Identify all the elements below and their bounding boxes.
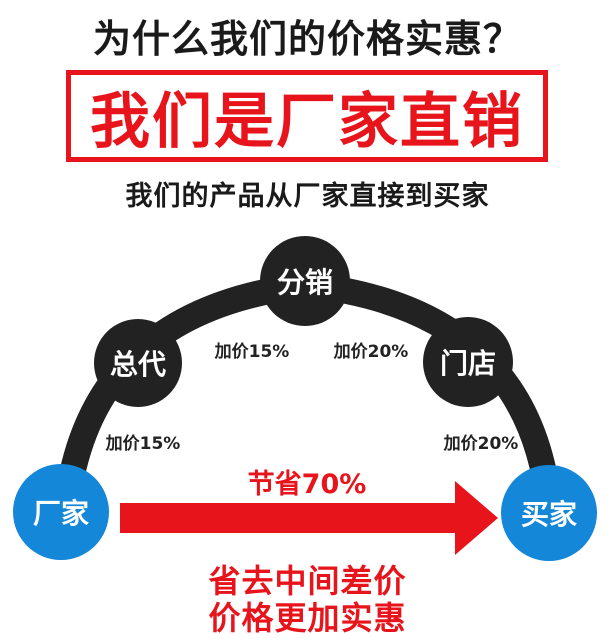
node-distributor: 分销 xyxy=(260,236,350,326)
store-circle xyxy=(423,317,513,407)
general-agent-circle xyxy=(94,319,182,407)
factory-label: 厂家 xyxy=(33,497,89,530)
general-agent-label: 总代 xyxy=(110,348,166,381)
footer-line-2: 价格更加实惠 xyxy=(208,599,407,637)
banner-box: 我们是厂家直销 xyxy=(66,70,548,162)
node-general-agent: 总代 xyxy=(94,319,182,407)
factory-circle xyxy=(13,464,109,560)
markup-agent-to-distributor: 加价15% xyxy=(214,342,290,362)
page-headline: 为什么我们的价格实惠？ xyxy=(92,17,522,61)
node-buyer: 买家 xyxy=(501,465,597,561)
buyer-circle xyxy=(501,465,597,561)
subtitle: 我们的产品从厂家直接到买家 xyxy=(125,181,490,212)
markup-store-to-buyer: 加价20% xyxy=(443,434,519,454)
distributor-label: 分销 xyxy=(277,266,333,299)
markup-factory-to-agent: 加价15% xyxy=(105,434,181,454)
node-factory: 厂家 xyxy=(13,464,109,560)
banner-title: 我们是厂家直销 xyxy=(90,86,524,157)
footer-line-1: 省去中间差价 xyxy=(208,562,407,600)
store-label: 门店 xyxy=(440,347,496,380)
node-store: 门店 xyxy=(423,317,513,407)
savings-label: 节省70% xyxy=(248,469,367,500)
buyer-label: 买家 xyxy=(521,498,577,531)
savings-arrow xyxy=(120,481,498,555)
markup-distributor-to-store: 加价20% xyxy=(333,342,409,362)
distributor-circle xyxy=(260,236,350,326)
